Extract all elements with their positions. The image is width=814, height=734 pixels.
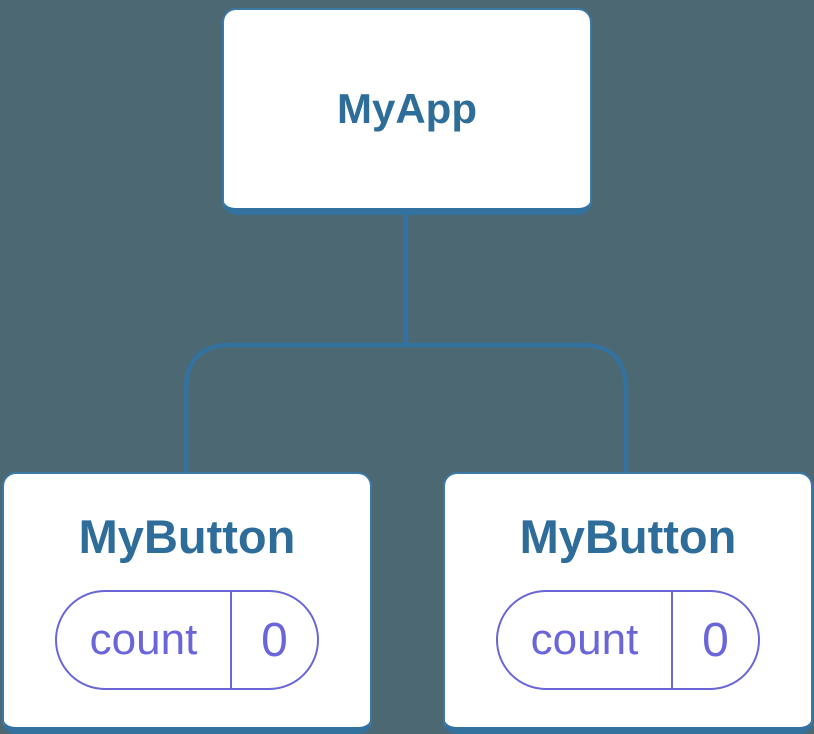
node-label: MyApp (337, 85, 477, 132)
state-key: count (57, 592, 232, 688)
edge-children-bracket (183, 342, 629, 474)
node-myapp: MyApp (222, 8, 592, 215)
state-value: 0 (702, 613, 729, 667)
node-label: MyButton (519, 510, 737, 563)
state-value: 0 (261, 613, 288, 667)
state-pill: count 0 (496, 590, 760, 690)
node-mybutton-left: MyButton count 0 (2, 472, 372, 734)
node-label: MyButton (78, 510, 296, 563)
state-pill: count 0 (55, 590, 319, 690)
node-mybutton-right: MyButton count 0 (443, 472, 813, 734)
state-key: count (498, 592, 673, 688)
